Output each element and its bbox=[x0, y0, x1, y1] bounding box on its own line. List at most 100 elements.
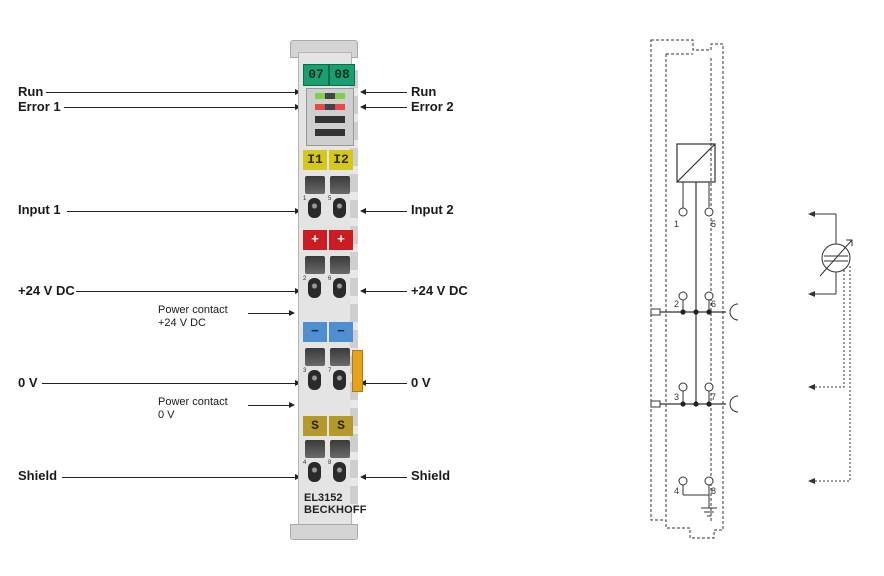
plus-tag-1: + bbox=[303, 230, 327, 250]
channel-tag-07: 07 bbox=[303, 64, 329, 86]
arrowhead bbox=[289, 310, 295, 316]
release-slot-7[interactable] bbox=[330, 348, 350, 366]
input-tag-i1: I1 bbox=[303, 150, 327, 170]
junction-dot bbox=[706, 309, 712, 315]
release-slot-4[interactable] bbox=[305, 440, 325, 458]
plus-tag-2: + bbox=[329, 230, 353, 250]
channel-tag-08: 08 bbox=[329, 64, 355, 86]
junction-dot bbox=[680, 309, 686, 315]
shield-tag-2: S bbox=[329, 416, 353, 436]
arrowhead bbox=[360, 380, 366, 386]
terminal-number-4: 4 bbox=[303, 460, 307, 466]
schematic-number-8: 8 bbox=[711, 486, 716, 496]
sensor-arrowhead bbox=[808, 384, 815, 390]
terminal-number-5: 5 bbox=[328, 196, 332, 202]
shield-tag-1: S bbox=[303, 416, 327, 436]
junction-dot bbox=[693, 401, 699, 407]
arrowhead bbox=[360, 474, 366, 480]
led-row-4 bbox=[315, 129, 345, 136]
sensor-arrowhead bbox=[808, 211, 815, 217]
terminal-module: 07 08 I1 I2 1 5 + + 2 6 bbox=[286, 40, 367, 540]
label-error2: Error 2 bbox=[411, 99, 454, 114]
spring-contact-2[interactable] bbox=[308, 278, 321, 298]
label-24v-left: +24 V DC bbox=[18, 283, 75, 298]
leader-0v-left bbox=[42, 383, 295, 384]
label-shield-left: Shield bbox=[18, 468, 58, 483]
label-power-contact-24-line1: Power contact bbox=[158, 304, 228, 316]
schematic-number-7: 7 bbox=[711, 392, 716, 402]
ground-icon bbox=[701, 507, 717, 517]
minus-tag-1: − bbox=[303, 322, 327, 342]
brand-label: BECKHOFF bbox=[304, 504, 367, 516]
power-contact-stub-0v bbox=[650, 400, 661, 408]
junction-dot bbox=[680, 401, 686, 407]
schematic-terminal-1 bbox=[678, 207, 688, 217]
leader-0v-right bbox=[366, 383, 407, 384]
sensor-dotted-0v bbox=[814, 270, 845, 388]
junction-dot bbox=[706, 401, 712, 407]
spring-contact-8[interactable] bbox=[333, 462, 346, 482]
arrowhead bbox=[360, 208, 366, 214]
leader-24v-right bbox=[366, 291, 407, 292]
schematic-housing-inner bbox=[665, 53, 712, 522]
spring-contact-5[interactable] bbox=[333, 198, 346, 218]
label-input1: Input 1 bbox=[18, 202, 61, 217]
arrowhead bbox=[289, 402, 295, 408]
spring-contact-7[interactable] bbox=[333, 370, 346, 390]
leader-shield-right bbox=[366, 477, 407, 478]
schematic-terminal-5 bbox=[704, 207, 714, 217]
release-slot-5[interactable] bbox=[330, 176, 350, 194]
schematic-number-6: 6 bbox=[711, 299, 716, 309]
terminal-number-8: 8 bbox=[328, 460, 332, 466]
power-contact-orange bbox=[352, 350, 363, 392]
leader-power-contact-24 bbox=[248, 313, 290, 314]
release-slot-3[interactable] bbox=[305, 348, 325, 366]
model-label: EL3152 bbox=[304, 492, 343, 504]
power-contact-stub-24v bbox=[650, 308, 661, 316]
sensor-dotted-shield bbox=[814, 266, 851, 482]
terminal-number-3: 3 bbox=[303, 368, 307, 374]
label-input2: Input 2 bbox=[411, 202, 454, 217]
terminal-number-6: 6 bbox=[328, 276, 332, 282]
schematic-terminal-7 bbox=[704, 382, 714, 392]
spring-contact-3[interactable] bbox=[308, 370, 321, 390]
label-24v-right: +24 V DC bbox=[411, 283, 468, 298]
led-row-3 bbox=[315, 116, 345, 123]
led-panel bbox=[306, 88, 354, 146]
power-contact-arc-24v bbox=[729, 303, 739, 321]
leader-input1 bbox=[67, 211, 295, 212]
schematic-number-3: 3 bbox=[674, 392, 679, 402]
power-contact-rail bbox=[350, 70, 358, 510]
release-slot-1[interactable] bbox=[305, 176, 325, 194]
label-power-contact-24-line2: +24 V DC bbox=[158, 317, 206, 329]
label-error1: Error 1 bbox=[18, 99, 61, 114]
leader-error1 bbox=[64, 107, 295, 108]
schematic-number-5: 5 bbox=[711, 219, 716, 229]
schematic-number-4: 4 bbox=[674, 486, 679, 496]
spring-contact-6[interactable] bbox=[333, 278, 346, 298]
release-slot-2[interactable] bbox=[305, 256, 325, 274]
terminal-number-1: 1 bbox=[303, 196, 307, 202]
arrowhead bbox=[360, 89, 366, 95]
label-power-contact-0-line2: 0 V bbox=[158, 409, 175, 421]
release-slot-8[interactable] bbox=[330, 440, 350, 458]
current-sensor-icon bbox=[814, 213, 853, 295]
arrowhead bbox=[360, 288, 366, 294]
terminal-number-7: 7 bbox=[328, 368, 332, 374]
leader-input2 bbox=[366, 211, 407, 212]
leader-24v-left bbox=[76, 291, 295, 292]
schematic-housing-outline bbox=[650, 39, 724, 539]
led-error-2 bbox=[335, 104, 345, 110]
label-run-right: Run bbox=[411, 84, 437, 99]
schematic-terminal-8 bbox=[704, 476, 714, 486]
label-power-contact-0-line1: Power contact bbox=[158, 396, 228, 408]
spring-contact-1[interactable] bbox=[308, 198, 321, 218]
input-tag-i2: I2 bbox=[329, 150, 353, 170]
terminal-number-2: 2 bbox=[303, 276, 307, 282]
release-slot-6[interactable] bbox=[330, 256, 350, 274]
label-shield-right: Shield bbox=[411, 468, 451, 483]
led-error-1 bbox=[315, 104, 325, 110]
leader-run-left bbox=[46, 92, 295, 93]
spring-contact-4[interactable] bbox=[308, 462, 321, 482]
